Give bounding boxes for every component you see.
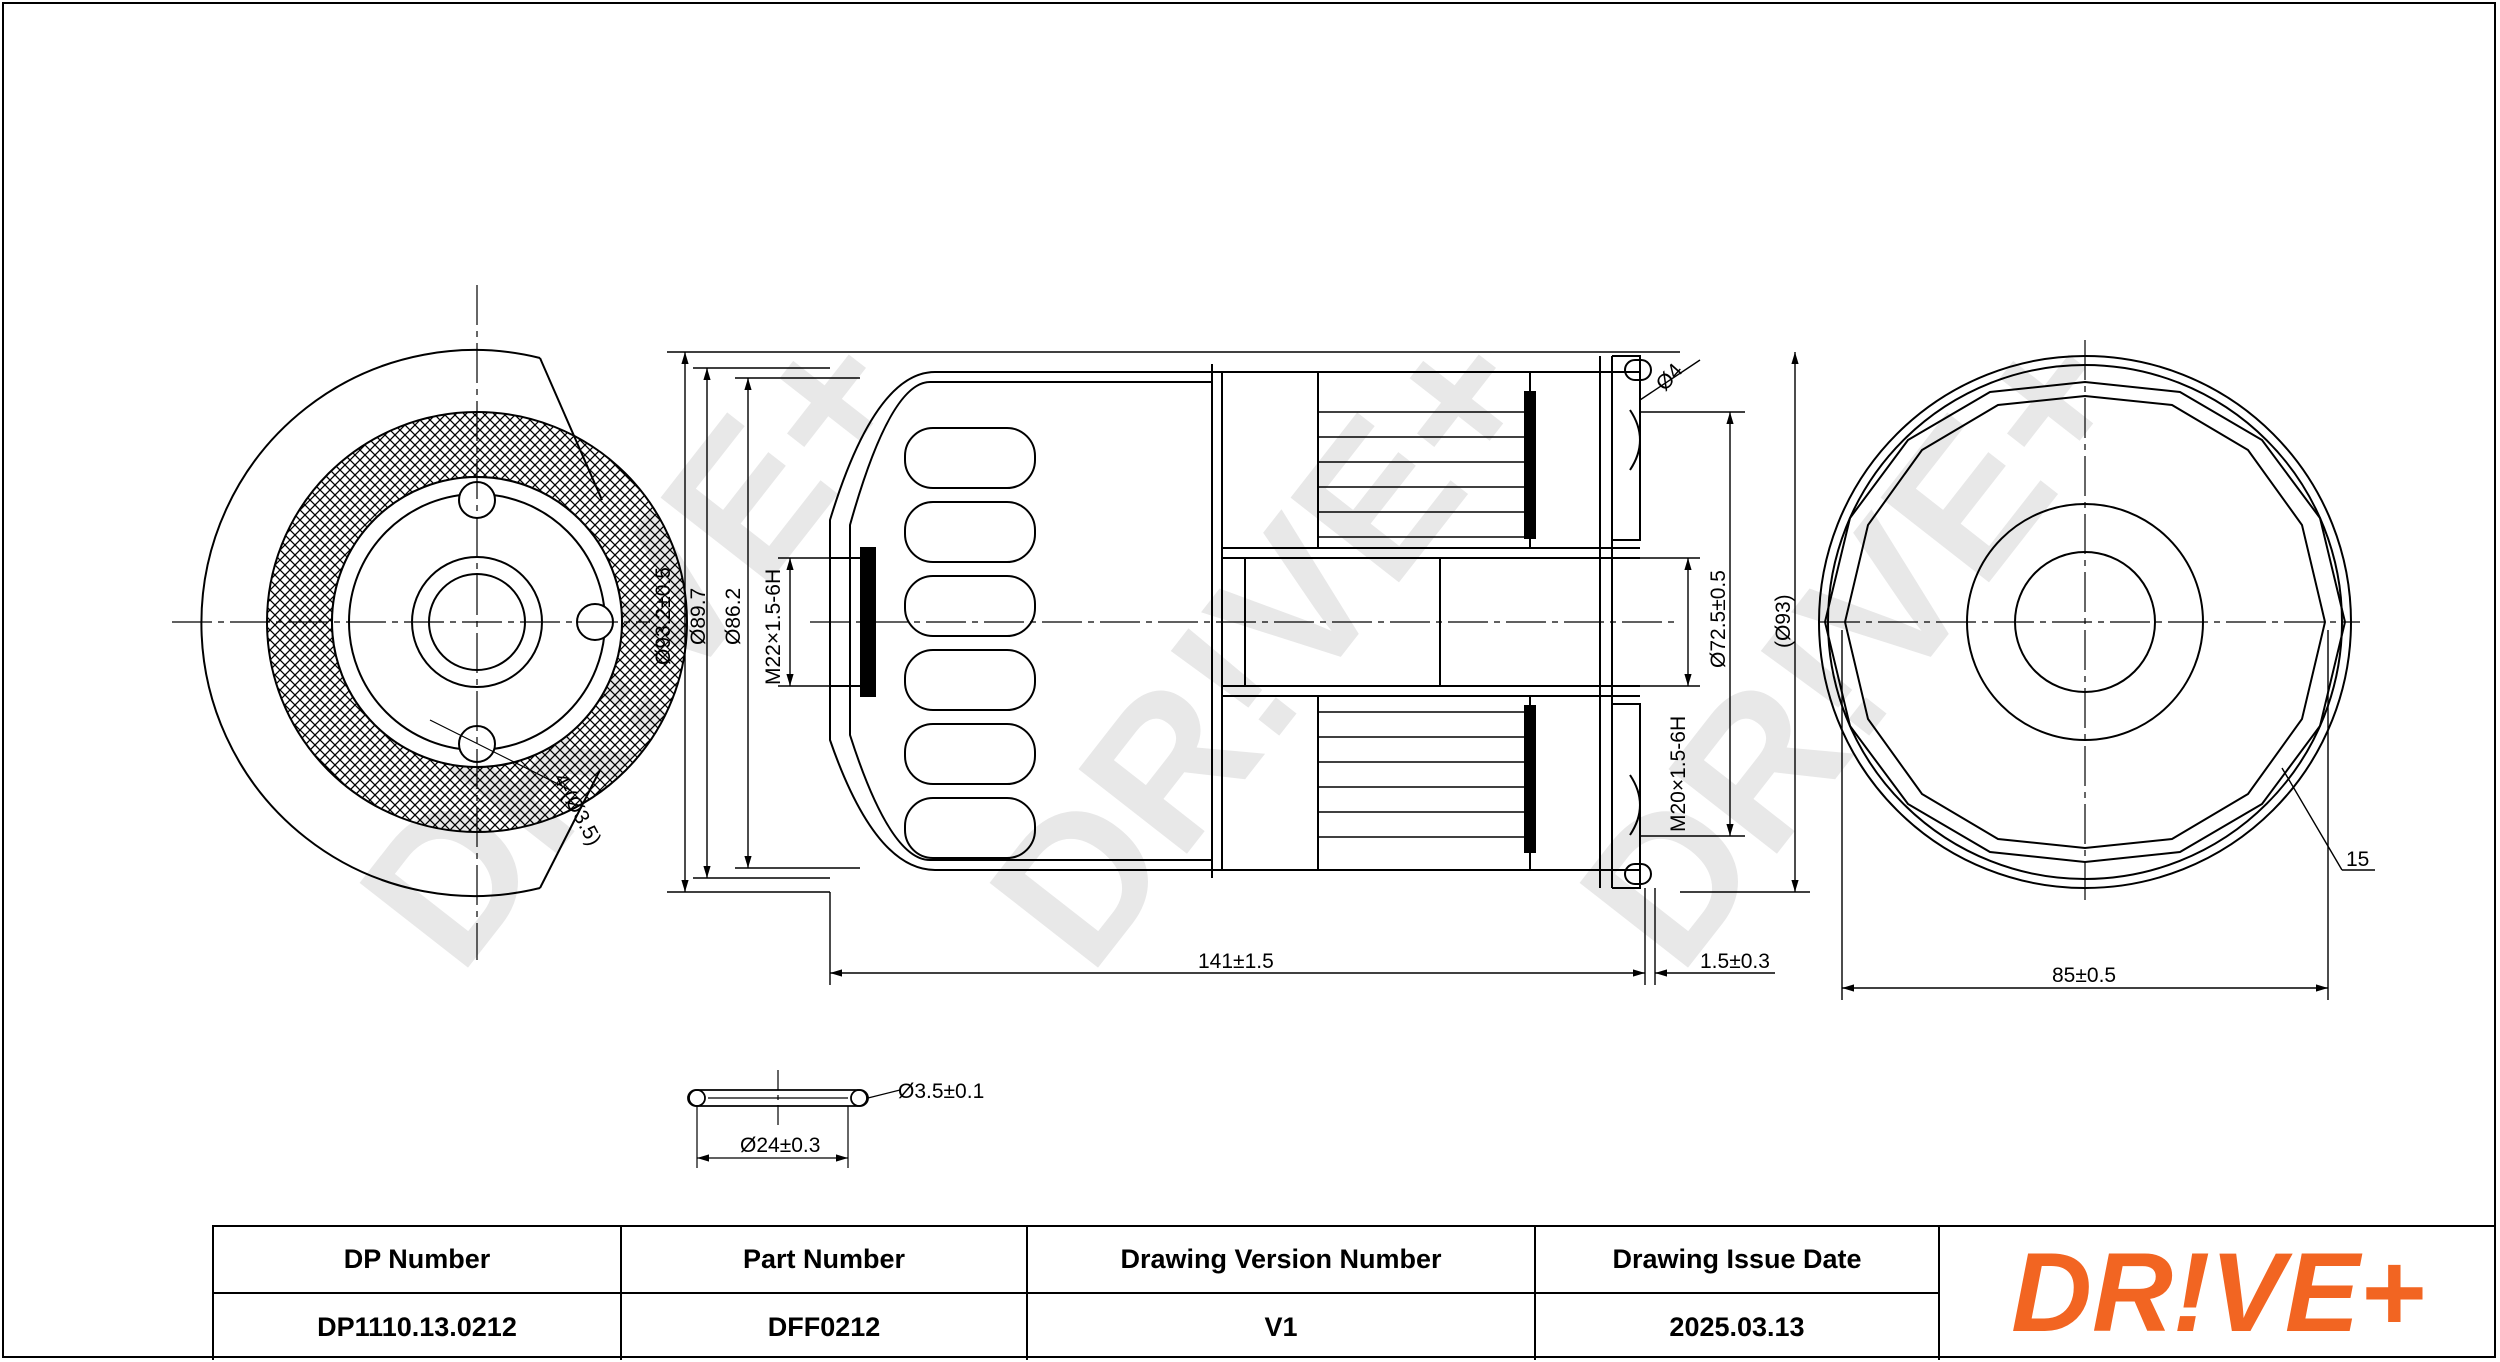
section-view <box>810 355 1680 889</box>
end-view <box>1818 340 2375 900</box>
dimension-lines <box>667 351 2329 1000</box>
dim-gasket-diameter: Ø72.5±0.5 <box>1707 570 1730 668</box>
svg-text:DR!VE+: DR!VE+ <box>948 285 1579 1005</box>
value-dp-number: DP1110.13.0212 <box>214 1294 622 1360</box>
watermark-center: DR!VE+ <box>948 285 1579 1005</box>
dim-oring-diameter: Ø24±0.3 <box>740 1134 820 1157</box>
header-issue-date: Drawing Issue Date <box>1536 1227 1940 1294</box>
header-dp-number: DP Number <box>214 1227 622 1294</box>
header-part-number: Part Number <box>622 1227 1028 1294</box>
dim-flats: 15 <box>2346 848 2369 871</box>
front-view <box>172 285 688 960</box>
logo-graphic: DR!VE+ <box>2011 1239 2425 1349</box>
watermark-right: DR!VE+ <box>1538 285 2169 1005</box>
dim-length: 141±1.5 <box>1198 950 1274 973</box>
logo-text: DR!VE+ <box>2011 1239 2425 1349</box>
dim-gasket-section: Ø4 <box>1652 359 1688 395</box>
dim-outer-diameter: Ø93.2±0.5 <box>652 567 675 665</box>
dim-thread-base: M20×1.5-6H <box>1667 716 1690 832</box>
brand-logo: DR!VE+ <box>1940 1227 2496 1360</box>
header-version: Drawing Version Number <box>1028 1227 1536 1294</box>
value-issue-date: 2025.03.13 <box>1536 1294 1940 1360</box>
dim-thread-top: M22×1.5-6H <box>762 569 785 685</box>
dim-oring-section: Ø3.5±0.1 <box>898 1080 984 1103</box>
dim-inner-diameter: Ø86.2 <box>722 588 745 645</box>
value-version: V1 <box>1028 1294 1536 1360</box>
dim-body-diameter: Ø89.7 <box>687 588 710 645</box>
oring-detail <box>687 1070 901 1168</box>
dim-wrench-size: 85±0.5 <box>2052 964 2116 987</box>
svg-text:DR!VE+: DR!VE+ <box>1538 285 2169 1005</box>
dim-gasket-offset: 1.5±0.3 <box>1700 950 1770 973</box>
value-part-number: DFF0212 <box>622 1294 1028 1360</box>
dim-overall-diameter: (Ø93) <box>1772 594 1795 648</box>
title-block: DP Number Part Number Drawing Version Nu… <box>212 1225 2496 1360</box>
